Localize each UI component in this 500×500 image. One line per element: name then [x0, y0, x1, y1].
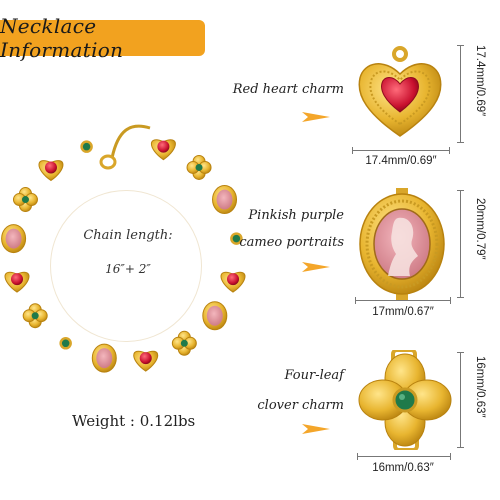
clover-charm-label-line1: Four-leaf [284, 368, 344, 383]
tick [457, 352, 464, 353]
tick [457, 142, 464, 143]
necklace-cameo-link [91, 343, 117, 373]
necklace-clover-link [171, 330, 197, 356]
tick [357, 453, 358, 460]
necklace-heart-link [4, 271, 30, 293]
cameo-width-dimension: 17mm/0.67″ [372, 306, 434, 318]
chain-length-ring [50, 190, 202, 342]
necklace-clover-link [22, 303, 48, 329]
clover-width-dimension: 16mm/0.63″ [372, 462, 434, 474]
necklace-clover-link [12, 187, 38, 213]
arrow-icon [302, 262, 330, 272]
tick [352, 147, 353, 154]
tick [457, 447, 464, 448]
cameo-width-line [355, 300, 451, 301]
tick [457, 297, 464, 298]
heart-charm-image [358, 46, 442, 137]
tick [450, 297, 451, 304]
clover-charm-label-line2: clover charm [257, 398, 344, 413]
tick [457, 190, 464, 191]
necklace-cameo-link [1, 224, 27, 254]
cameo-charm-label-line1: Pinkish purple [248, 208, 344, 223]
necklace-heart-link [133, 350, 159, 372]
weight-label: Weight : 0.12lbs [72, 412, 196, 430]
necklace-heart-link [220, 271, 246, 293]
banner-title: Necklace Information [0, 14, 124, 62]
tick [450, 453, 451, 460]
necklace-gem-link [59, 337, 72, 350]
necklace-cameo-link [212, 185, 238, 215]
arrow-icon [302, 424, 330, 434]
tick [449, 147, 450, 154]
necklace-heart-link [150, 139, 176, 161]
title-banner: Necklace Information [0, 14, 205, 62]
clover-charm-image [358, 350, 452, 450]
cameo-height-line [460, 190, 461, 298]
tick [457, 45, 464, 46]
tick [355, 297, 356, 304]
clover-height-dimension: 16mm/0.63″ [474, 356, 486, 418]
necklace-clover-link [186, 154, 212, 180]
clover-width-line [357, 456, 451, 457]
heart-width-line [352, 150, 450, 151]
cameo-height-dimension: 20mm/0.79″ [474, 198, 486, 260]
heart-height-line [460, 45, 461, 143]
chain-length-label: Chain length: [83, 228, 173, 243]
arrow-icon [302, 112, 330, 122]
chain-length-value: 16″+ 2″ [105, 262, 151, 276]
necklace-gem-link [230, 232, 243, 245]
necklace-cameo-link [202, 301, 228, 331]
heart-charm-label: Red heart charm [232, 82, 344, 97]
cameo-charm-image [359, 188, 445, 300]
heart-width-dimension: 17.4mm/0.69″ [365, 155, 437, 167]
cameo-charm-label-line2: cameo portraits [239, 235, 344, 250]
clover-height-line [460, 352, 461, 448]
necklace-heart-link [38, 160, 64, 182]
necklace-image [1, 124, 246, 373]
necklace-gem-link [80, 140, 93, 153]
heart-height-dimension: 17.4mm/0.69″ [474, 45, 486, 117]
